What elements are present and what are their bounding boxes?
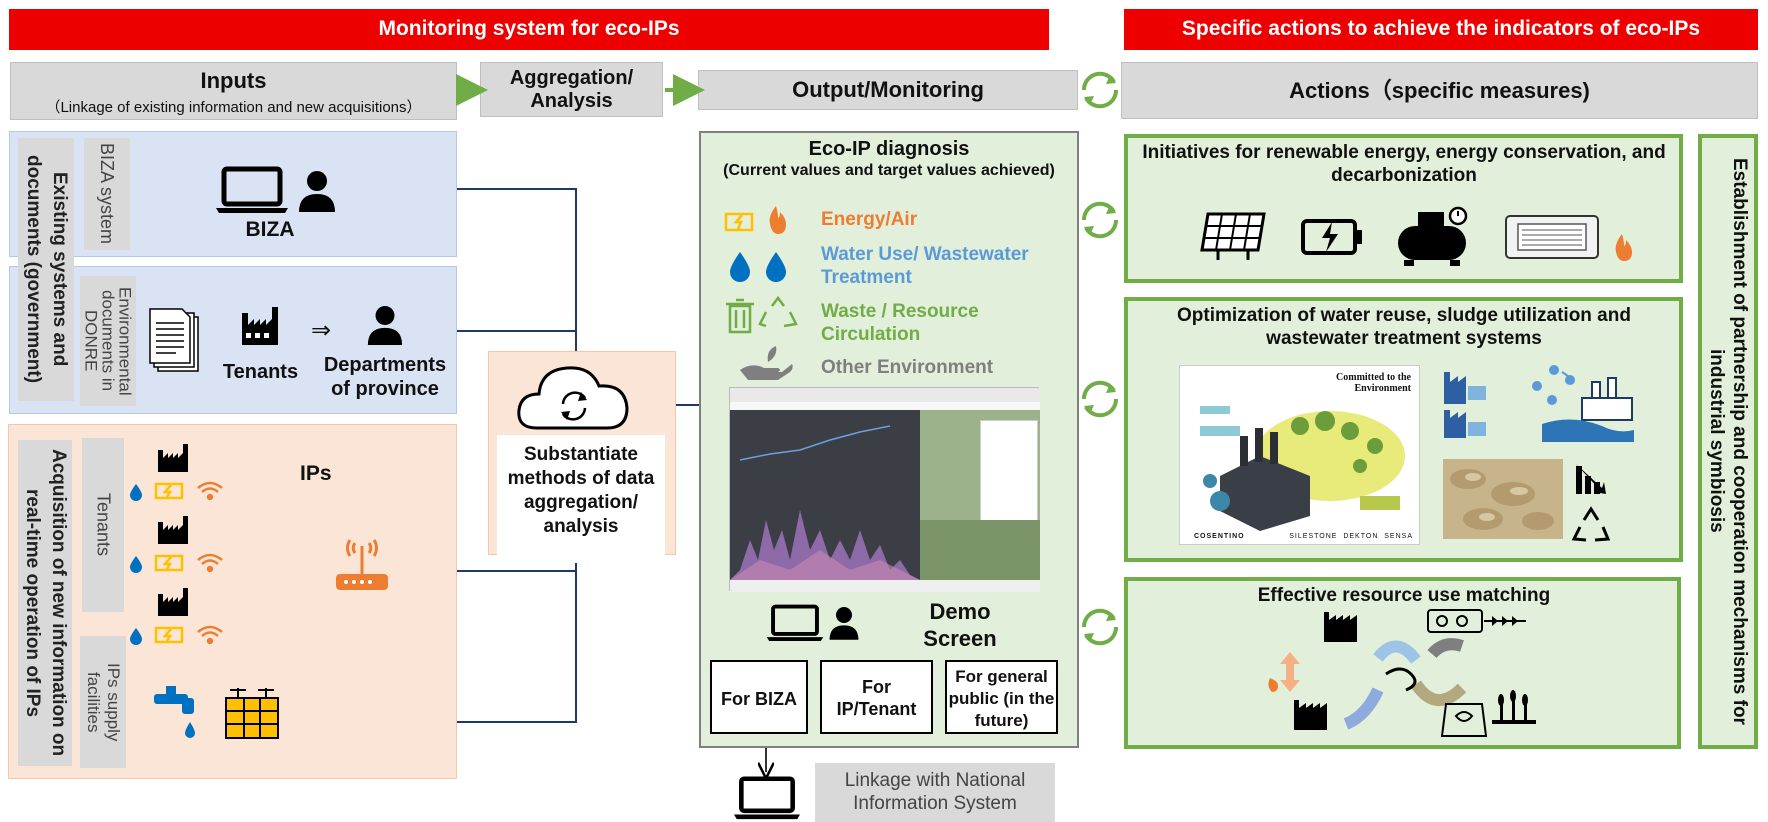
tenant-sensor-row: [130, 516, 223, 573]
inputs-header: Inputs （Linkage of existing information …: [10, 62, 457, 120]
action-energy-title: Initiatives for renewable energy, energy…: [1142, 142, 1666, 186]
partnership-label: Establishment of partnership and coopera…: [1706, 157, 1750, 725]
water-drop-icon: [130, 556, 142, 573]
wifi-icon: [197, 553, 223, 573]
poster-brand-silestone: SILESTONE: [1289, 533, 1338, 540]
battery-icon: [154, 626, 184, 644]
tenant-sensor-row: [130, 588, 223, 645]
aggregation-header: Aggregation/ Analysis: [480, 62, 663, 117]
actions-header: Actions（specific measures): [1121, 62, 1758, 119]
partnership-box: [1698, 134, 1758, 749]
battery-fire-icon: [724, 206, 786, 234]
recycle-icon: [1571, 506, 1611, 542]
poster-brand-sensa: SENSA: [1384, 533, 1413, 540]
inputs-subtitle: （Linkage of existing information and new…: [45, 99, 422, 116]
cycle-icon: [1081, 380, 1119, 418]
tenants-vertical-label: Tenants: [82, 438, 124, 612]
for-ip-tenant-button[interactable]: For IP/Tenant: [820, 660, 933, 734]
action-resource-title: Effective resource use matching: [1257, 585, 1551, 606]
acquisition-label: Acquisition of new information on real-t…: [18, 440, 72, 766]
tenants-label: Tenants: [222, 361, 299, 383]
diagnosis-subtitle: (Current values and target values achiev…: [723, 162, 1055, 179]
laptop-icon: [216, 166, 288, 213]
environment-poster: Committed to the Environment COSENTINO S…: [1179, 365, 1420, 545]
water-drops-icon: [730, 252, 786, 282]
actions-banner: Specific actions to achieve the indicato…: [1124, 9, 1758, 50]
battery-icon: [154, 482, 184, 500]
aggregation-text: Substantiate methods of data aggregation…: [497, 435, 665, 563]
diagnosis-title: Eco-IP diagnosis: [808, 138, 970, 160]
dashboard-screenshot: [729, 387, 1040, 592]
solar-panel-icon: [1200, 212, 1266, 260]
linkage-label: Linkage with National Information System: [815, 763, 1055, 822]
air-conditioner-icon: [1505, 215, 1599, 259]
wifi-icon: [197, 481, 223, 501]
category-energy: Energy/Air: [821, 209, 918, 230]
biza-panel: [9, 131, 457, 257]
poster-brand-dekton: DEKTON: [1343, 533, 1379, 540]
faucet-icon: [154, 686, 195, 738]
for-biza-button[interactable]: For BIZA: [710, 660, 808, 734]
env-docs-label: Environmental documents in DONRE: [80, 276, 136, 406]
tenant-sensor-row: [130, 444, 223, 501]
cloud-sync-icon: [517, 366, 629, 430]
wifi-icon: [197, 625, 223, 645]
factory-icon: [1294, 700, 1327, 730]
action-water-title: Optimization of water reuse, sludge util…: [1177, 305, 1631, 349]
cycle-icon: [1081, 71, 1119, 109]
battery-icon: [154, 554, 184, 572]
sludge-photo: [1443, 459, 1563, 539]
poster-brand-cosentino: COSENTINO: [1194, 533, 1245, 540]
document-stack-icon: [149, 308, 199, 372]
factory-icon: [158, 516, 188, 544]
compressor-icon: [1398, 206, 1468, 266]
user-icon: [829, 607, 859, 640]
biza-system-label: BIZA system: [84, 138, 130, 250]
category-water: Water Use/ Wastewater Treatment: [821, 244, 1029, 288]
category-other: Other Environment: [821, 357, 994, 378]
inputs-title: Inputs: [200, 68, 267, 93]
category-waste: Waste / Resource Circulation: [821, 301, 979, 345]
for-public-button[interactable]: For general public (in the future): [945, 660, 1058, 734]
wastewater-flow-icon: [1444, 365, 1634, 442]
ips-label: IPs: [300, 462, 332, 485]
battery-charge-icon: [1301, 219, 1362, 255]
fire-icon: [1615, 234, 1632, 261]
user-icon: [367, 306, 403, 345]
router-icon: [336, 539, 388, 590]
user-icon: [299, 171, 335, 212]
departments-label: Departments of province: [323, 354, 447, 400]
factory-icon: [1324, 612, 1357, 642]
hand-plant-icon: [740, 346, 793, 380]
crop-icon: [1492, 690, 1536, 724]
bar-chart-down-icon: [1576, 464, 1606, 494]
dashboard-chart-panel: [730, 410, 920, 580]
factory-icon: [242, 307, 278, 345]
water-drop-icon: [130, 628, 142, 645]
supply-facilities-label: IPs supply facilities: [80, 636, 126, 768]
output-header: Output/Monitoring: [698, 70, 1078, 110]
poster-title: Committed to the Environment: [1336, 372, 1411, 394]
cycle-icon: [1081, 201, 1119, 239]
action-box-resource: [1124, 577, 1681, 749]
factory-icon: [158, 588, 188, 616]
resource-matching-illustration: [1268, 609, 1536, 737]
arrow-symbol: ⇒: [310, 317, 332, 344]
monitoring-banner: Monitoring system for eco-IPs: [9, 9, 1049, 50]
laptop-icon: [766, 604, 824, 642]
factory-icon: [158, 444, 188, 472]
dashboard-map-panel: [920, 410, 1040, 580]
fertilizer-bag-icon: [1440, 703, 1488, 737]
circular-flow-arrows: [1343, 638, 1467, 730]
seed-crate-icon: [1427, 609, 1483, 633]
biza-label: BIZA: [245, 218, 295, 241]
water-drop-icon: [130, 484, 142, 501]
laptop-icon: [734, 776, 800, 820]
demo-screen-label: Demo Screen: [923, 599, 997, 651]
recycle-bin-icon: [726, 295, 798, 334]
existing-systems-label: Existing systems and documents (governme…: [18, 138, 74, 401]
power-grid-icon: [225, 688, 279, 739]
cycle-icon: [1081, 608, 1119, 646]
